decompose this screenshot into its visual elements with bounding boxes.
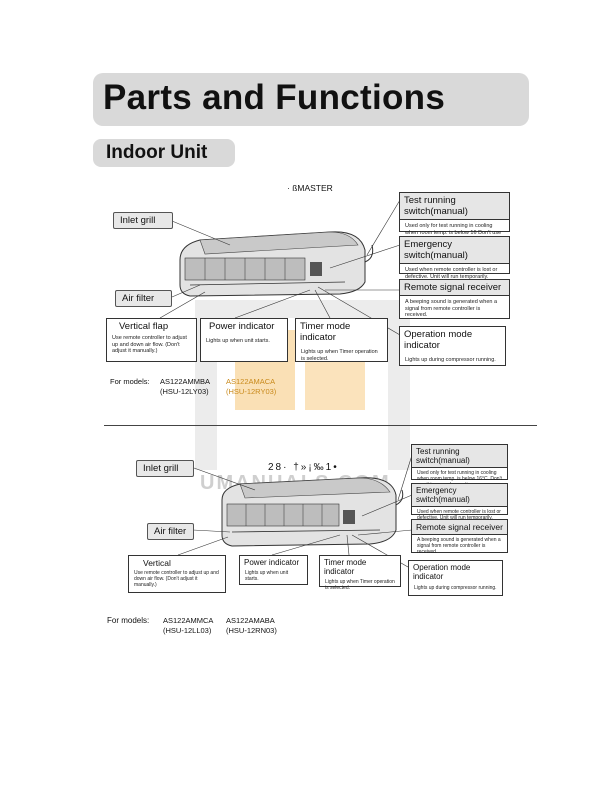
unit2-models: For models: AS122AMMCA (HSU-12LL03) AS12…	[107, 616, 407, 638]
unit1-timer-desc: Lights up when Timer operation is select…	[301, 349, 378, 362]
section-title: Indoor Unit	[106, 142, 208, 163]
unit2-timer-heading: Timer mode indicator	[324, 558, 367, 576]
unit1-vertical-flap-desc: Use remote controller to adjust up and d…	[112, 335, 187, 354]
unit1-emergency-heading: Emergency switch(manual)	[400, 237, 509, 264]
unit1-models: For models: AS122AMMBA (HSU-12LY03) AS12…	[110, 377, 410, 399]
unit2-operation-mode-heading: Operation mode indicator	[413, 563, 471, 581]
unit1-emergency-box: Emergency switch(manual) Used when remot…	[399, 236, 510, 280]
unit2-emergency-desc: Used when remote controller is lost or d…	[417, 509, 501, 521]
unit2-model-a: AS122AMMCA	[163, 616, 214, 625]
unit2-power-desc: Lights up when unit starts.	[245, 570, 289, 582]
unit2-inlet-grill-label: Inlet grill	[136, 460, 194, 477]
unit2-timer-box: Timer mode indicator Lights up when Time…	[319, 555, 401, 591]
unit2-operation-mode-desc: Lights up during compressor running.	[414, 585, 497, 591]
unit1-remote-receiver-box: Remote signal receiver A beeping sound i…	[399, 279, 510, 319]
unit1-model-b: AS122AMACA	[226, 377, 276, 386]
unit1-remote-receiver-desc: A beeping sound is generated when a sign…	[405, 299, 498, 318]
unit2-remote-receiver-desc: A beeping sound is generated when a sign…	[417, 537, 501, 555]
unit2-model-b-code: (HSU-12RN03)	[226, 626, 277, 635]
unit2-power-heading: Power indicator	[244, 558, 300, 567]
unit1-vertical-flap-heading: Vertical flap	[119, 321, 169, 332]
section-title-bar: Indoor Unit	[93, 139, 235, 167]
unit1-power-desc: Lights up when unit starts.	[206, 338, 270, 344]
unit1-inlet-grill-text: Inlet grill	[120, 215, 156, 226]
unit2-inlet-grill-text: Inlet grill	[143, 463, 179, 474]
unit1-model-a: AS122AMMBA	[160, 377, 211, 386]
unit1-remote-receiver-heading: Remote signal receiver	[400, 280, 509, 296]
unit2-power-box: Power indicator Lights up when unit star…	[239, 555, 308, 585]
unit2-emergency-heading: Emergency switch(manual)	[412, 484, 507, 507]
unit1-air-filter-text: Air filter	[122, 293, 155, 304]
unit2-operation-mode-box: Operation mode indicator Lights up durin…	[408, 560, 503, 596]
unit1-model-a-code: (HSU-12LY03)	[160, 387, 209, 396]
unit2-models-label: For models:	[107, 616, 150, 625]
unit1-vertical-flap-box: Vertical flap Use remote controller to a…	[106, 318, 197, 362]
unit2-air-filter-label: Air filter	[147, 523, 194, 540]
unit1-inlet-grill-label: Inlet grill	[113, 212, 173, 229]
unit2-test-running-heading: Test running switch(manual)	[412, 445, 507, 468]
page-title-bar: Parts and Functions	[93, 73, 529, 126]
unit1-timer-box: Timer mode indicator Lights up when Time…	[295, 318, 388, 362]
unit2-timer-desc: Lights up when Timer operation is select…	[325, 579, 395, 591]
unit1-models-label: For models:	[110, 377, 150, 386]
unit1-emergency-desc: Used when remote controller is lost or d…	[405, 267, 498, 280]
unit2-test-running-box: Test running switch(manual) Used only fo…	[411, 444, 508, 488]
unit1-test-running-heading: Test running switch(manual)	[400, 193, 509, 220]
unit2-vertical-box: Vertical Use remote controller to adjust…	[128, 555, 226, 593]
page-title: Parts and Functions	[103, 78, 446, 117]
unit1-operation-mode-desc: Lights up during compressor running.	[405, 357, 496, 363]
unit2-model-a-code: (HSU-12LL03)	[163, 626, 212, 635]
unit2-display-text: 28· †»¡‰1•	[268, 462, 339, 473]
unit2-model-b: AS122AMABA	[226, 616, 275, 625]
unit1-model-b-code: (HSU-12RY03)	[226, 387, 277, 396]
unit1-timer-heading: Timer mode indicator	[300, 321, 351, 343]
unit2-air-filter-text: Air filter	[154, 526, 187, 537]
unit1-operation-mode-box: Operation mode indicator Lights up durin…	[399, 326, 506, 366]
unit2-emergency-box: Emergency switch(manual) Used when remot…	[411, 483, 508, 521]
unit1-power-box: Power indicator Lights up when unit star…	[200, 318, 288, 362]
section-divider	[104, 425, 537, 426]
unit2-remote-receiver-box: Remote signal receiver A beeping sound i…	[411, 519, 508, 555]
unit1-brand-text: · ßMASTER	[287, 183, 333, 193]
unit2-vertical-heading: Vertical	[143, 558, 171, 568]
unit2-remote-receiver-heading: Remote signal receiver	[412, 520, 507, 535]
unit1-power-heading: Power indicator	[209, 321, 275, 332]
unit1-air-filter-label: Air filter	[115, 290, 172, 307]
unit2-vertical-desc: Use remote controller to adjust up and d…	[134, 570, 219, 588]
unit1-operation-mode-heading: Operation mode indicator	[404, 329, 473, 351]
